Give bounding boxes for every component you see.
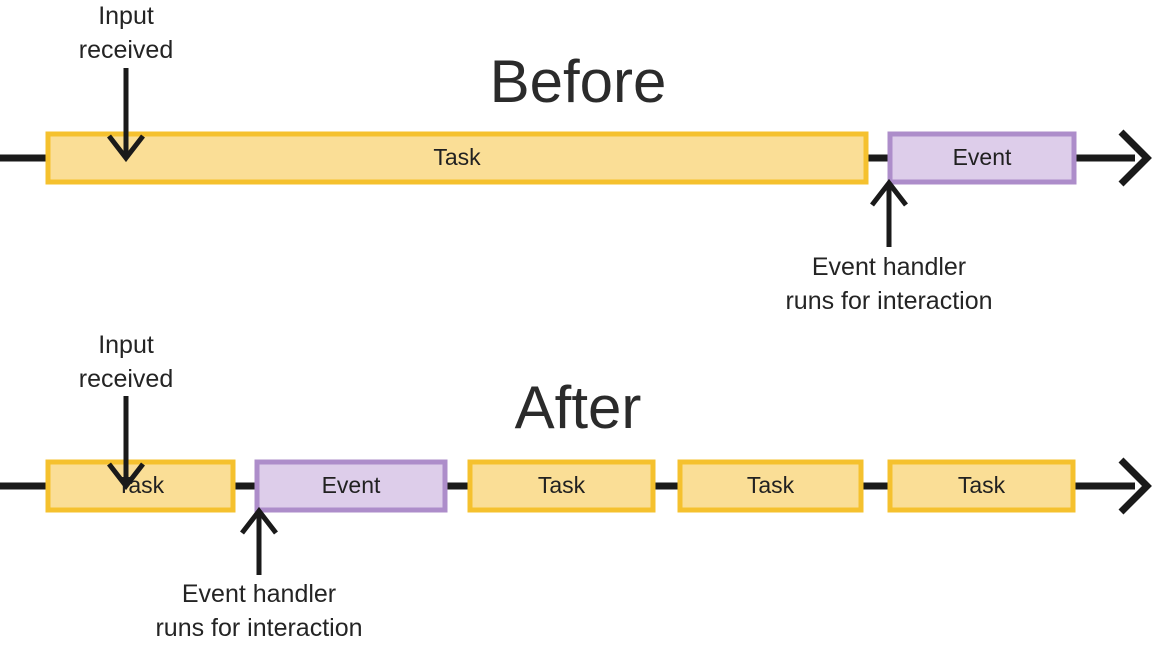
task-box-before[interactable] xyxy=(45,131,869,185)
event-handler-annotation-before: Event handler runs for interaction xyxy=(785,178,993,315)
input-received-annotation-after-line-1: Input xyxy=(98,331,154,359)
timeline-arrowhead-before xyxy=(1118,129,1152,187)
input-received-annotation-after-line-2: received xyxy=(79,365,174,393)
event-box-before[interactable] xyxy=(887,131,1077,185)
event-box-before-label: Event xyxy=(953,144,1012,170)
input-received-annotation-before: Input received xyxy=(79,2,174,163)
event-handler-annotation-before-line-1: Event handler xyxy=(812,253,966,281)
event-handler-annotation-before-line-2: runs for interaction xyxy=(785,287,992,315)
task-box-after-3-label: Task xyxy=(747,472,795,498)
section-title-before: Before xyxy=(490,48,667,115)
event-handler-annotation-after-line-1: Event handler xyxy=(182,580,336,608)
input-received-annotation-before-line-2: received xyxy=(79,36,174,64)
timeline-arrowhead-after xyxy=(1118,457,1152,515)
event-handler-annotation-after-line-2: runs for interaction xyxy=(155,614,362,642)
event-handler-annotation-before-arrow-head xyxy=(870,178,908,207)
task-box-after-4[interactable] xyxy=(887,459,1076,513)
input-received-annotation-before-arrow-head xyxy=(107,134,145,163)
event-handler-annotation-after-arrow-head xyxy=(240,506,278,535)
task-box-after-4-label: Task xyxy=(958,472,1006,498)
event-handler-annotation-after: Event handler runs for interaction xyxy=(155,506,363,642)
input-received-annotation-before-line-1: Input xyxy=(98,2,154,30)
task-box-before-label: Task xyxy=(433,144,481,170)
task-box-after-3[interactable] xyxy=(677,459,864,513)
task-box-after-1[interactable] xyxy=(45,459,236,513)
event-box-after[interactable] xyxy=(254,459,448,513)
input-received-annotation-after-arrow-head xyxy=(107,462,145,491)
event-box-after-label: Event xyxy=(322,472,381,498)
input-received-annotation-after: Input received xyxy=(79,331,174,491)
task-box-after-2-label: Task xyxy=(538,472,586,498)
section-title-after: After xyxy=(515,374,642,441)
task-box-after-2[interactable] xyxy=(467,459,656,513)
